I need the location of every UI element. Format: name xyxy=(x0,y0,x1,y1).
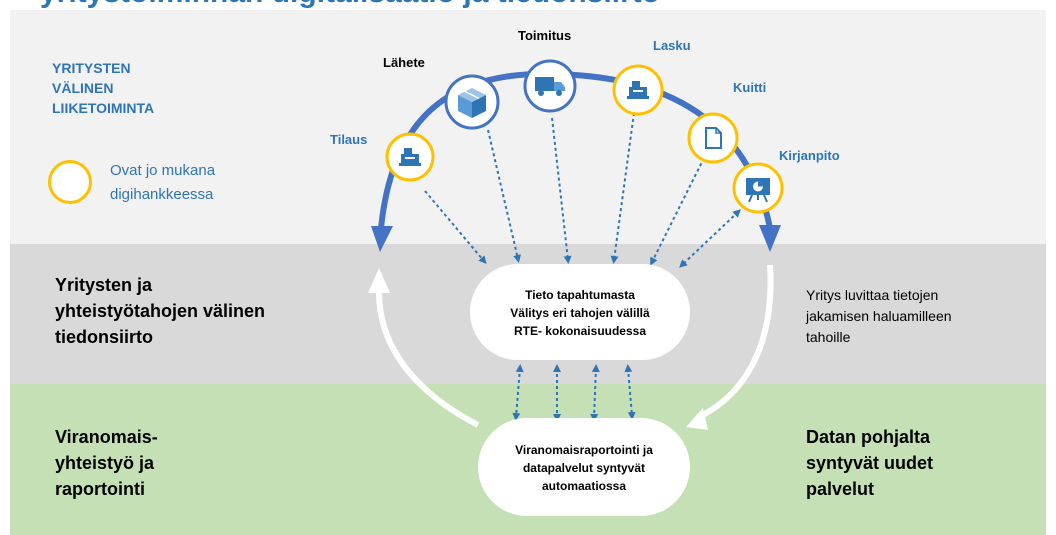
delivery-truck-icon xyxy=(535,77,565,96)
arc-arrowhead-right xyxy=(759,225,781,252)
label-data-transfer: Yritysten ja yhteistyötahojen välinen ti… xyxy=(55,275,266,347)
node-label-kirjanpito: Kirjanpito xyxy=(779,148,840,163)
loop-arc-right xyxy=(695,264,774,421)
page-title-fragment: yritystoiminnan digitalisaatio ja tiedon… xyxy=(40,0,740,10)
arc-arrowhead-left xyxy=(371,226,393,252)
loop-arrowhead-right xyxy=(686,408,708,430)
node-label-lasku: Lasku xyxy=(653,38,691,53)
document-icon xyxy=(705,127,722,149)
center-bottom-text: Viranomaisraportointi ja datapalvelut sy… xyxy=(515,443,653,493)
label-new-services: Datan pohjalta syntyvät uudet palvelut xyxy=(806,427,934,499)
center-pill-bottom xyxy=(478,418,690,516)
vertical-connectors xyxy=(512,364,636,422)
cash-register-icon xyxy=(399,148,421,166)
package-box-icon xyxy=(458,88,486,118)
cash-register-icon xyxy=(627,81,649,99)
label-data-permission: Yritys luvittaa tietojen jakamisen halua… xyxy=(806,287,952,345)
center-top-text: Tieto tapahtumasta Välitys eri tahojen v… xyxy=(510,288,650,338)
node-label-tilaus: Tilaus xyxy=(330,132,368,147)
center-pill-top xyxy=(470,264,690,360)
loop-arrowhead-left xyxy=(368,268,390,293)
legend-yellow-circle xyxy=(48,160,92,204)
node-label-kuitti: Kuitti xyxy=(733,80,767,95)
presentation-chart-icon xyxy=(746,178,770,203)
b2b-section-label: YRITYSTEN VÄLINEN LIIKETOIMINTA xyxy=(52,60,155,116)
dotted-connectors xyxy=(424,112,705,266)
connector-kirjanpito xyxy=(679,209,741,268)
b2b-band xyxy=(10,10,1046,244)
node-label-toimitus: Toimitus xyxy=(518,28,572,43)
label-authority-cooperation: Viranomais- yhteistyö ja raportointi xyxy=(55,427,158,499)
loop-arc-left xyxy=(375,289,480,428)
process-arc xyxy=(378,70,773,229)
node-label-lahete: Lähete xyxy=(383,55,425,70)
legend-text: Ovat jo mukana digihankkeessa xyxy=(110,162,216,203)
